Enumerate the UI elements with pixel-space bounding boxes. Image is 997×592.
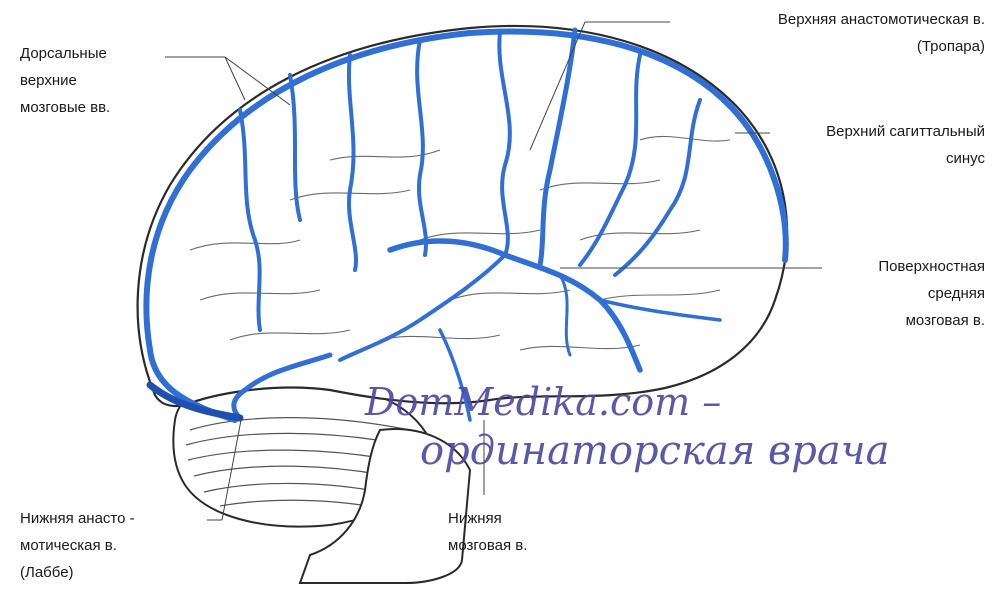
label-line: мозговые вв. <box>20 94 110 121</box>
label-line: (Тропара) <box>778 33 985 60</box>
label-superior-sagittal-sinus: Верхний сагиттальный синус <box>826 118 985 172</box>
label-line: Верхний сагиттальный <box>826 118 985 145</box>
label-line: мотическая в. <box>20 532 135 559</box>
label-line: верхние <box>20 67 110 94</box>
label-line: Верхняя анастомотическая в. <box>778 6 985 33</box>
label-line: мозговая в. <box>878 307 985 334</box>
watermark-line-2: ординаторская врача <box>420 428 889 474</box>
label-line: Дорсальные <box>20 40 110 67</box>
label-labbe-vein: Нижняя анасто - мотическая в. (Лаббе) <box>20 505 135 586</box>
label-line: средняя <box>878 280 985 307</box>
label-line: мозговая в. <box>448 532 527 559</box>
label-trolard-vein: Верхняя анастомотическая в. (Тропара) <box>778 6 985 60</box>
cerebrum <box>138 26 787 406</box>
label-line: Поверхностная <box>878 253 985 280</box>
label-line: синус <box>826 145 985 172</box>
label-dorsal-superior-veins: Дорсальные верхние мозговые вв. <box>20 40 110 121</box>
label-line: Нижняя <box>448 505 527 532</box>
watermark-line-1: DomMedika.com – <box>365 380 721 424</box>
label-superficial-middle-cerebral-vein: Поверхностная средняя мозговая в. <box>878 253 985 334</box>
label-inferior-cerebral-vein: Нижняя мозговая в. <box>448 505 527 559</box>
label-line: (Лаббе) <box>20 559 135 586</box>
label-line: Нижняя анасто - <box>20 505 135 532</box>
